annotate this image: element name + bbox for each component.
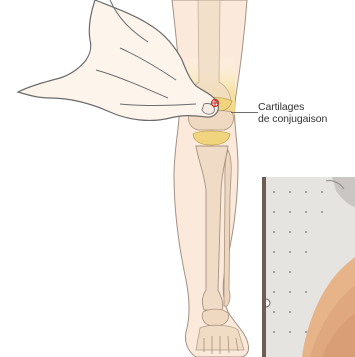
callout-line-2: de conjugaison [258,113,327,125]
ankle-bones [202,309,228,326]
photo-left-edge [262,177,266,357]
photo-content [262,177,355,357]
callout-leader-line [231,112,258,113]
cartilage-callout-label: Cartilages de conjugaison [258,101,327,125]
clinical-photo [262,177,355,357]
callout-line-1: Cartilages [258,101,327,113]
crosshair-circle-icon [211,99,219,107]
